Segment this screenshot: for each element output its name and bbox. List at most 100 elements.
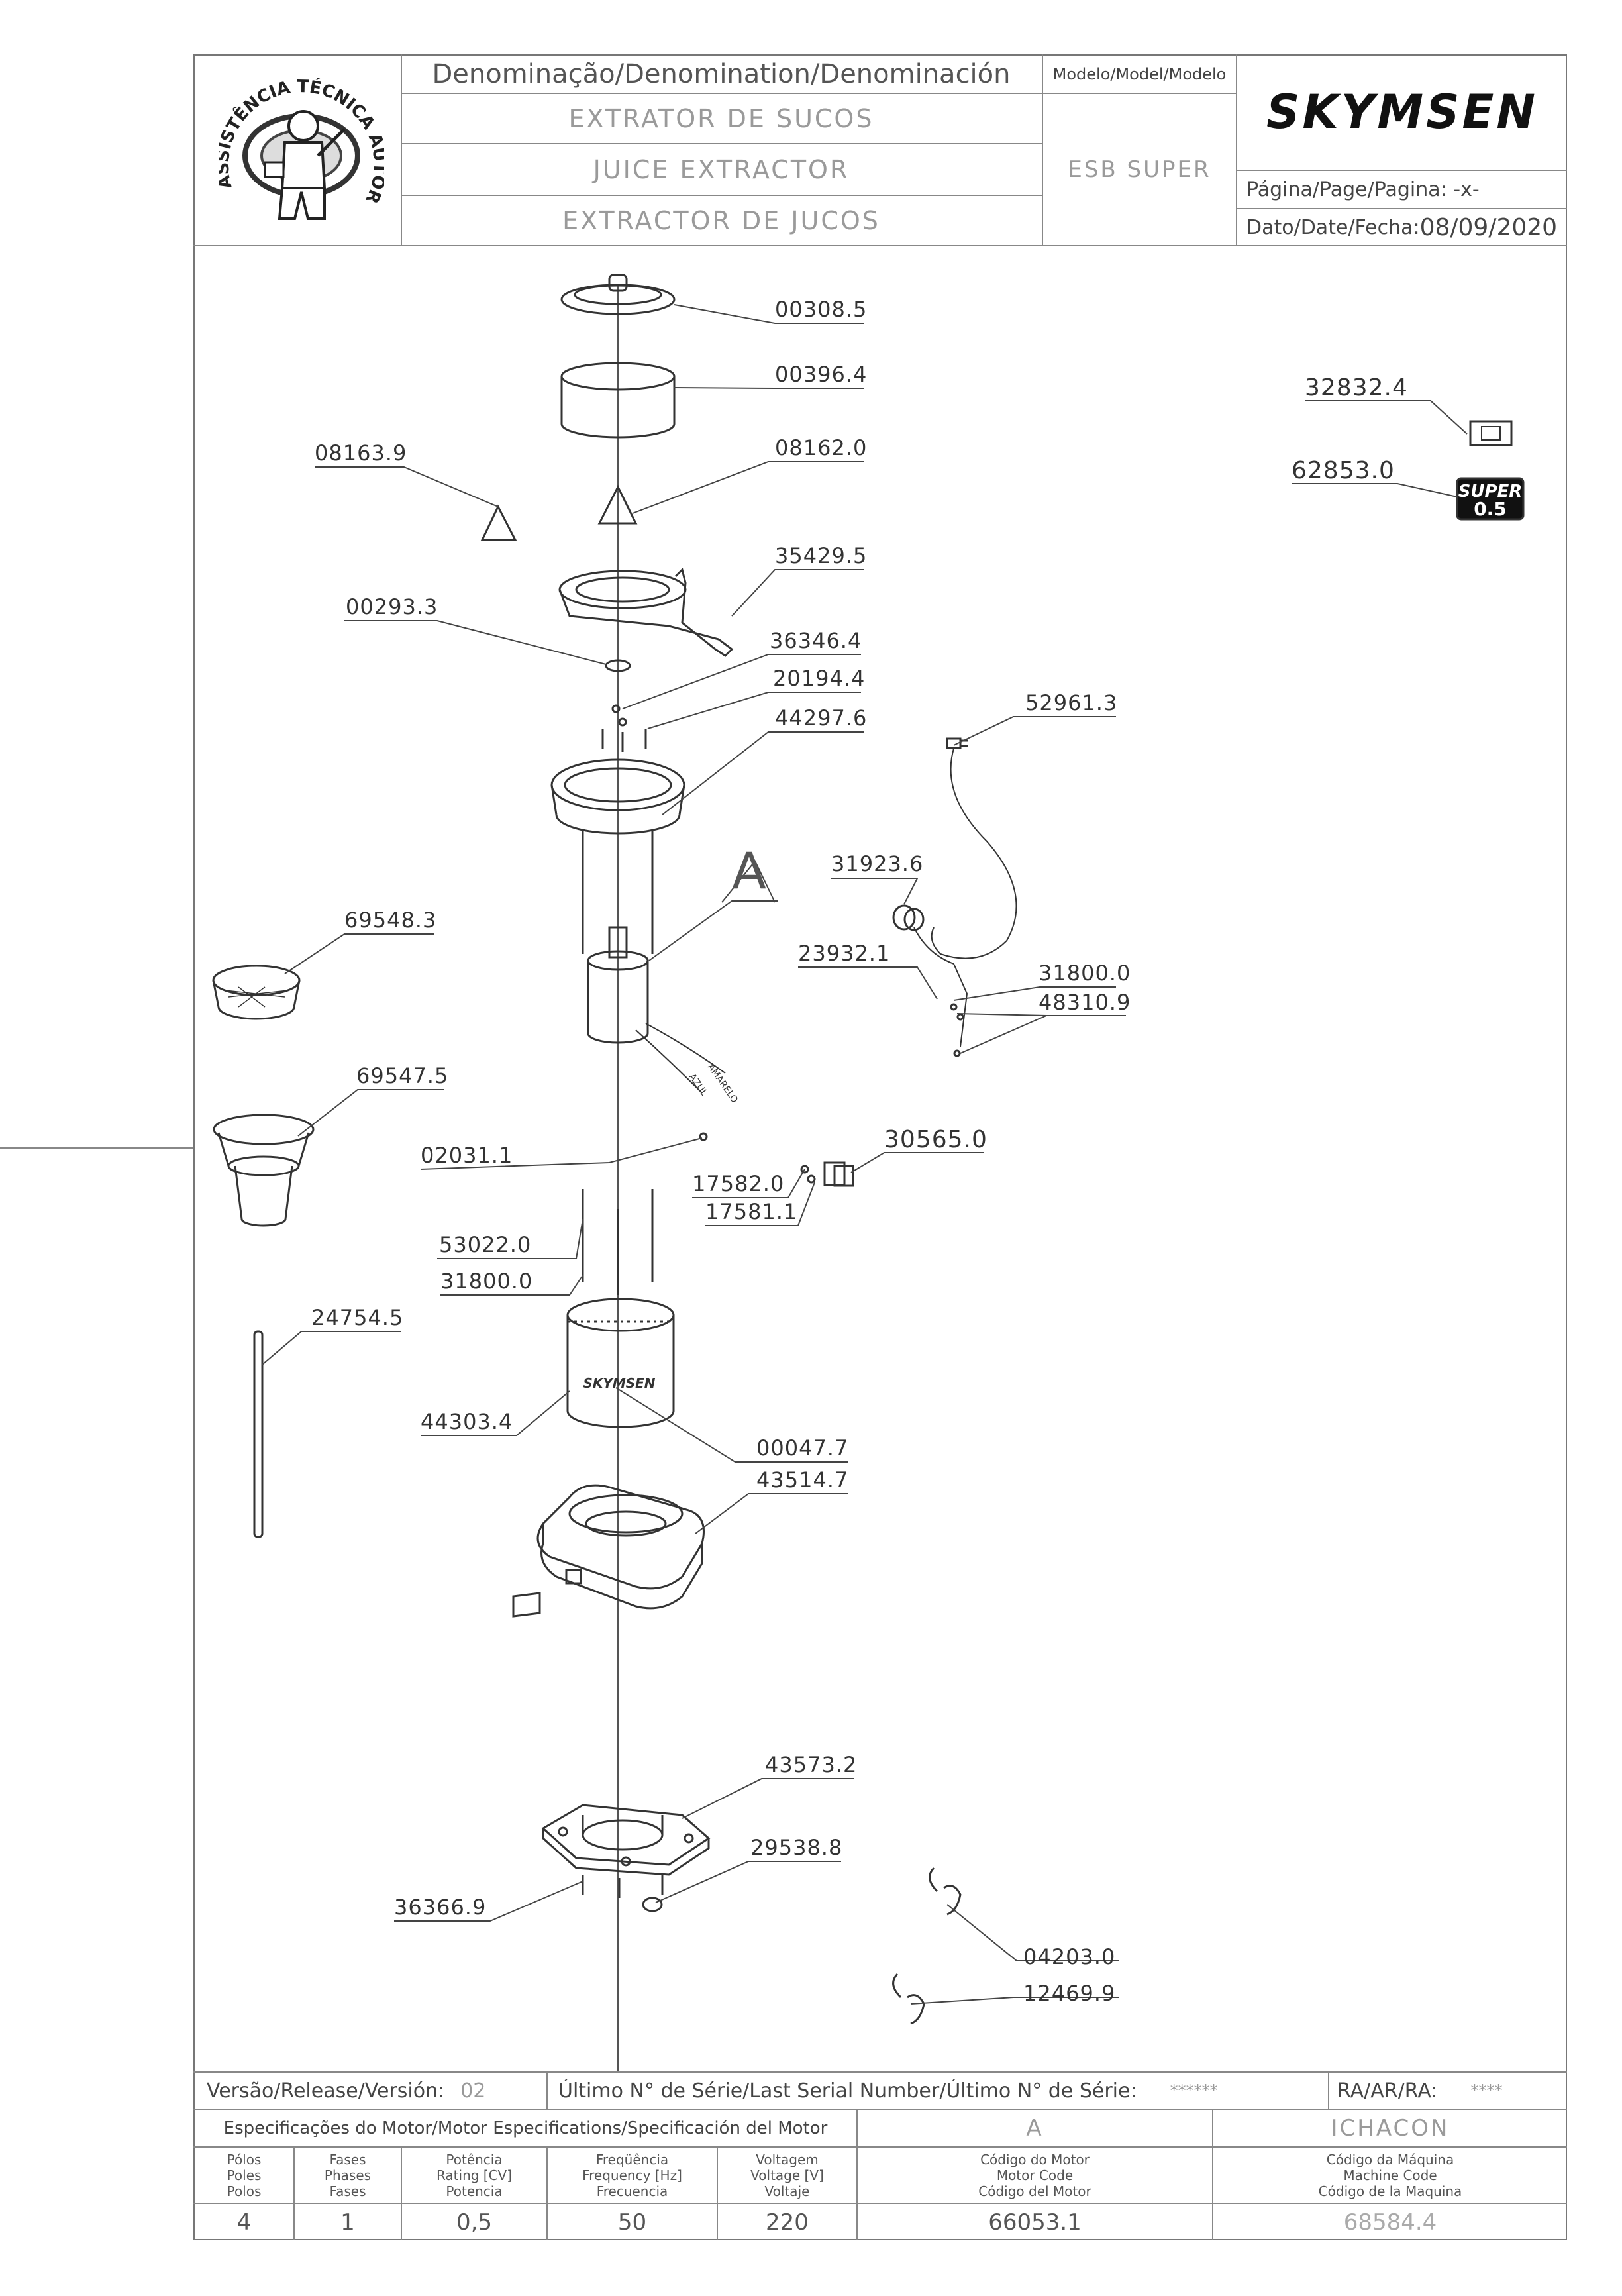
badge-line1: SUPER [1458, 482, 1523, 501]
serial-label: Último N° de Série/Last Serial Number/Úl… [558, 2079, 1137, 2103]
washer [605, 659, 631, 672]
version-field: Versão/Release/Versión: 02 [195, 2073, 546, 2109]
page-label: Página/Page/Pagina: -x- [1246, 178, 1480, 201]
version-label: Versão/Release/Versión: [207, 2079, 445, 2103]
part-label: 17581.1 [705, 1199, 798, 1224]
val-voltage: 220 [766, 2209, 809, 2236]
manual-icon [1469, 420, 1513, 446]
authorized-service-seal: ASSISTÊNCIA TÉCNICA AUTORIZADA [211, 48, 389, 235]
cone-small [480, 504, 517, 541]
part-label: 43573.2 [765, 1752, 858, 1777]
machine-name-value: ICHACON [1331, 2114, 1450, 2142]
cup-part [213, 1114, 315, 1227]
part-label: 29538.8 [750, 1835, 843, 1860]
model-value: ESB SUPER [1068, 156, 1211, 183]
part-label: 20194.4 [773, 666, 866, 691]
date-label: Dato/Date/Fecha: [1246, 215, 1420, 239]
part-label: 31923.6 [831, 851, 924, 876]
wire-label-yellow: AMARELO [705, 1062, 740, 1105]
val-phases: 1 [340, 2209, 355, 2236]
filter-basket-part [212, 965, 301, 1020]
part-label: 00396.4 [775, 362, 868, 387]
name-en: JUICE EXTRACTOR [593, 155, 850, 184]
clip-1 [929, 1867, 962, 1916]
model-label: Modelo/Model/Modelo [1052, 65, 1227, 83]
val-machine-code: 68584.4 [1343, 2209, 1437, 2236]
part-label: A [732, 841, 767, 900]
part-label: 31800.0 [1039, 961, 1131, 986]
part-label: 02031.1 [421, 1143, 513, 1168]
val-motor-code: 66053.1 [988, 2209, 1082, 2236]
cord-grommet [892, 904, 925, 931]
motor-spec-value: A [1026, 2114, 1044, 2142]
version-value: 02 [460, 2079, 486, 2103]
part-label: 69547.5 [356, 1063, 449, 1088]
part-label: 48310.9 [1039, 990, 1131, 1015]
part-label: 53022.0 [439, 1232, 532, 1257]
base-housing-part [512, 1484, 705, 1618]
wire-label-blue: AZUL [687, 1072, 710, 1098]
ra-value: **** [1470, 2081, 1503, 2100]
bottom-plate-part [541, 1804, 711, 1898]
date-value: 08/09/2020 [1419, 213, 1558, 241]
switch-part [800, 1161, 854, 1187]
badge-line2: 0.5 [1474, 498, 1507, 520]
ra-field: RA/AR/RA: **** [1329, 2073, 1567, 2109]
val-poles: 4 [236, 2209, 252, 2236]
part-label: 24754.5 [311, 1305, 404, 1330]
edge-line [0, 1147, 193, 1149]
part-label: 44303.4 [421, 1409, 513, 1434]
part-label: 08163.9 [315, 441, 407, 466]
rod-part [253, 1330, 264, 1538]
ring-part [560, 362, 676, 439]
serial-field: Último N° de Série/Last Serial Number/Úl… [548, 2073, 1328, 2109]
name-pt: EXTRATOR DE SUCOS [568, 104, 874, 133]
part-label: 69548.3 [344, 908, 437, 933]
part-label: 30565.0 [884, 1126, 988, 1153]
part-label: 00293.3 [346, 594, 438, 619]
part-label: 62853.0 [1292, 457, 1395, 484]
housing-brand-mark: SKYMSEN [583, 1375, 655, 1391]
part-label: 23932.1 [798, 941, 891, 966]
part-label: 00308.5 [775, 297, 868, 322]
part-label: 43514.7 [756, 1467, 849, 1492]
val-frequency: 50 [617, 2209, 647, 2236]
ra-label: RA/AR/RA: [1337, 2079, 1438, 2103]
serial-value: ****** [1170, 2081, 1218, 2100]
clip-2 [892, 1973, 925, 2025]
part-label: 31800.0 [440, 1269, 533, 1294]
lid-part [560, 274, 676, 315]
base-cover-part [566, 1298, 675, 1428]
motor-spec-label: Especificações do Motor/Motor Especifica… [223, 2118, 828, 2138]
part-label: 12469.9 [1023, 1981, 1116, 2006]
part-label: 32832.4 [1305, 374, 1408, 401]
part-label: 44297.6 [775, 705, 868, 731]
power-cord [931, 748, 1017, 959]
brand-logo: SKYMSEN [1266, 85, 1538, 139]
motor-part [587, 926, 726, 1094]
cone-large [597, 484, 638, 525]
part-label: 00047.7 [756, 1435, 849, 1461]
super-badge [1456, 477, 1525, 521]
date-field: Dato/Date/Fecha: 08/09/2020 [1237, 209, 1567, 245]
housing-top-part [550, 758, 685, 954]
part-label: 36346.4 [770, 628, 862, 653]
part-label: 35429.5 [775, 543, 868, 568]
part-label: 36366.9 [394, 1895, 487, 1920]
part-label: 17582.0 [692, 1171, 785, 1196]
part-label: 08162.0 [775, 435, 868, 460]
drawing-frame [193, 54, 1567, 2240]
part-label: 04203.0 [1023, 1944, 1116, 1969]
name-es: EXTRACTOR DE JUCOS [562, 206, 880, 235]
foot [642, 1897, 663, 1912]
val-power: 0,5 [456, 2209, 493, 2236]
denomination-label: Denominação/Denomination/Denominación [432, 59, 1011, 89]
